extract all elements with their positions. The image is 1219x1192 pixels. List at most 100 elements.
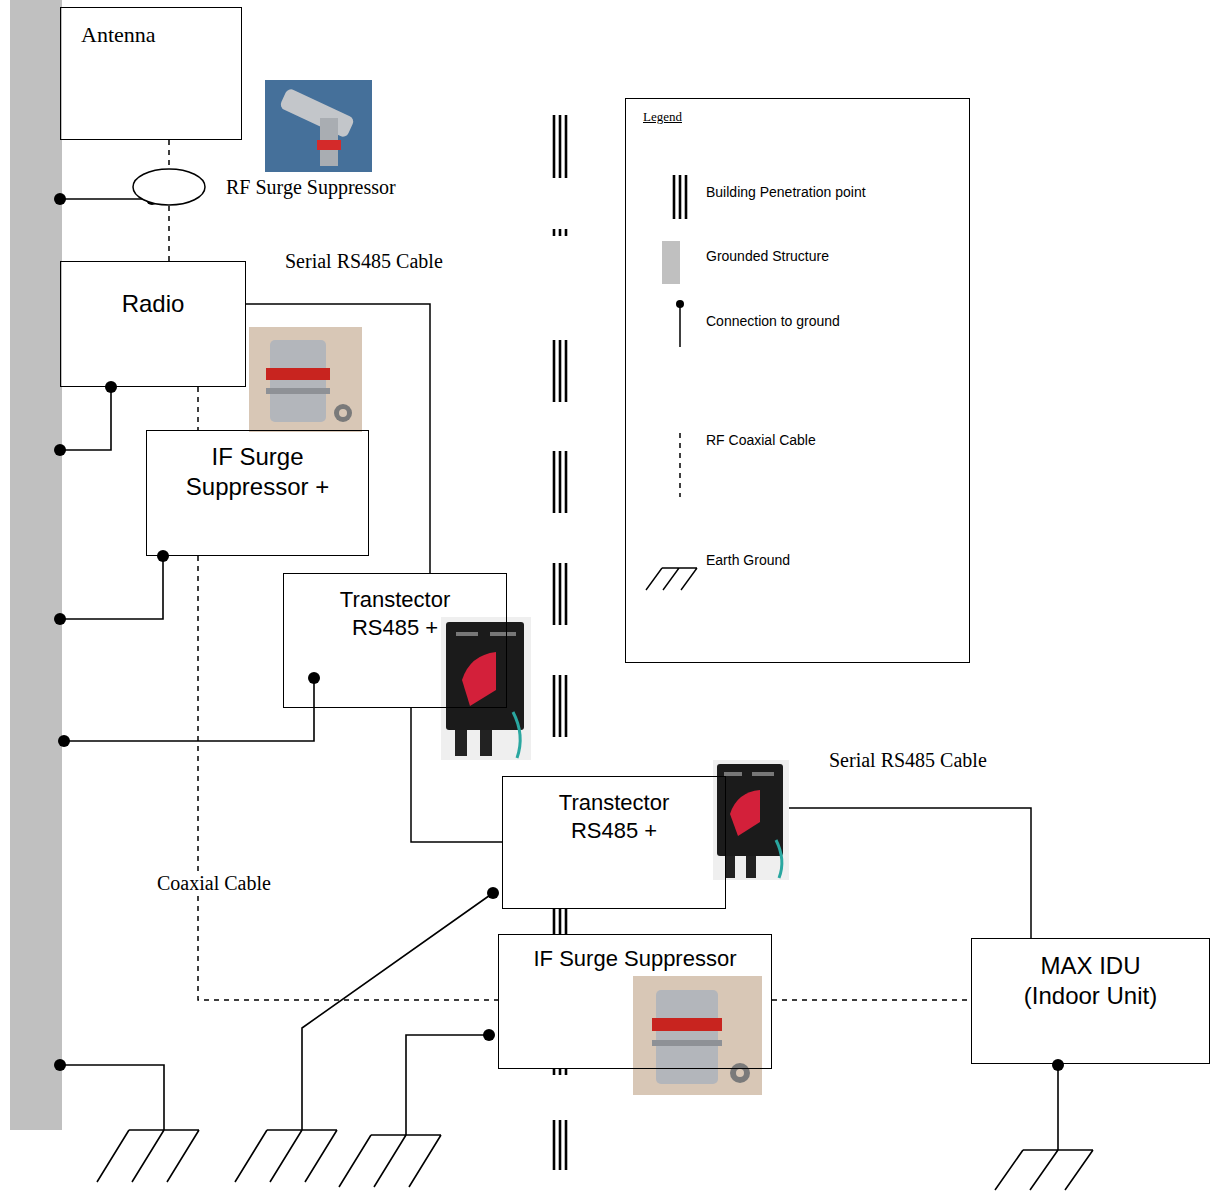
radio-box: Radio [60, 261, 246, 387]
legend-heading: Legend [643, 108, 682, 126]
ground-wire [60, 199, 1058, 1150]
if-suppressor-photo [633, 976, 762, 1095]
transtector-photo [480, 730, 492, 756]
transtector-photo [456, 632, 478, 636]
building-penetration-mark [554, 909, 566, 934]
building-penetration-mark [554, 563, 566, 625]
if-suppressor-photo [633, 976, 762, 1095]
building-penetration-mark [554, 451, 566, 513]
ground-dot [308, 672, 320, 684]
if-suppressor-photo [652, 1040, 722, 1046]
legend-sample [674, 175, 686, 219]
transtector-photo [713, 760, 789, 880]
antenna-box: Antenna [60, 7, 242, 140]
ground-dot [157, 550, 169, 562]
rf-suppressor-photo [265, 80, 372, 172]
transtector-photo [713, 760, 789, 880]
legend-sample [646, 175, 697, 590]
node-label: MAX IDU (Indoor Unit) [1006, 951, 1176, 1011]
transtector-photo [462, 652, 496, 706]
ground-wire [1057, 1065, 1059, 1150]
if-suppressor-photo [730, 1063, 750, 1083]
ground-dot [54, 193, 1064, 1071]
node-label: Radio [61, 289, 245, 319]
transtector-box: Transtector RS485 + [502, 776, 726, 909]
if-suppressor-photo [266, 388, 330, 394]
rf-surge-suppressor: RF Surge Suppressor [132, 168, 206, 206]
ground-wire [60, 1065, 164, 1130]
building-penetration-mark [554, 340, 566, 402]
transtector-photo [746, 856, 756, 878]
if-suppressor-photo [249, 327, 362, 432]
node-label: Transtector RS485 + [320, 586, 470, 641]
building-penetration-mark [554, 115, 566, 1170]
earth-ground-symbol [97, 1130, 199, 1182]
ground-wire [60, 198, 152, 200]
legend-sample [679, 433, 681, 497]
cable-label: Coaxial Cable [154, 871, 274, 895]
ground-dot [58, 735, 70, 747]
cable-label: Serial RS485 Cable [826, 748, 990, 772]
transtector-photo [455, 730, 467, 756]
transtector-photo [725, 856, 735, 878]
rf-suppressor-photo [279, 87, 355, 138]
transtector-photo [441, 617, 531, 760]
legend-entry: RF Coaxial Cable [706, 431, 816, 449]
coaxial-cable [168, 140, 170, 168]
if-suppressor-photo [334, 404, 352, 422]
legend-sample [646, 568, 697, 590]
if-suppressor-photo [266, 368, 330, 380]
transtector-box: Transtector RS485 + [283, 573, 507, 708]
earth-ground-symbol [97, 1130, 1093, 1190]
if-suppressor-photo [736, 1069, 744, 1077]
rf-suppressor-photo [317, 140, 341, 150]
node-label: Transtector RS485 + [539, 789, 689, 844]
if-suppressor-box: IF Surge Suppressor [498, 934, 772, 1069]
ground-dot [105, 381, 117, 393]
rf-suppressor-photo [265, 80, 372, 172]
legend-frame [626, 99, 970, 663]
transtector-photo [490, 632, 516, 636]
node-label: IF Surge Suppressor [510, 945, 760, 973]
if-suppressor-photo [249, 327, 362, 432]
transtector-photo [441, 617, 531, 760]
ground-dot [54, 444, 66, 456]
if-suppressor-box: IF Surge Suppressor + [146, 430, 369, 556]
legend-entry: Earth Ground [706, 551, 790, 569]
node-label: IF Surge Suppressor + [168, 442, 348, 502]
building-penetration-mark [554, 1069, 566, 1075]
grounded-structure [10, 0, 62, 1130]
if-suppressor-photo [339, 409, 347, 417]
ground-wire [60, 556, 163, 619]
serial-cable [246, 304, 430, 573]
legend-entry: Connection to ground [706, 312, 840, 330]
coaxial-cable [197, 387, 199, 430]
building-penetration-mark [554, 675, 566, 737]
legend-frame [626, 99, 970, 663]
grounded-structure [10, 0, 62, 1130]
ground-wire [64, 678, 314, 741]
ground-dot [54, 193, 66, 205]
earth-ground-symbol [995, 1150, 1093, 1190]
if-suppressor-photo [270, 340, 326, 422]
if-suppressor-photo [656, 990, 718, 1084]
ellipse-outline [133, 169, 205, 205]
ground-dot [1052, 1059, 1064, 1071]
transtector-photo [776, 840, 782, 878]
ground-dot [54, 1059, 66, 1071]
if-suppressor-photo [652, 1018, 722, 1031]
ground-wire [60, 387, 111, 450]
building-penetration-mark [554, 229, 566, 236]
ground-dot [483, 1029, 495, 1041]
ground-dot [54, 613, 66, 625]
ground-dot [487, 887, 499, 899]
coaxial-cable [772, 999, 971, 1001]
coaxial-cable [168, 206, 170, 261]
earth-ground-symbol [339, 1135, 441, 1187]
building-penetration-mark [554, 1120, 566, 1170]
legend-entry: Grounded Structure [706, 247, 829, 265]
ground-wire [302, 893, 493, 1130]
legend-entry: Building Penetration point [706, 183, 866, 201]
